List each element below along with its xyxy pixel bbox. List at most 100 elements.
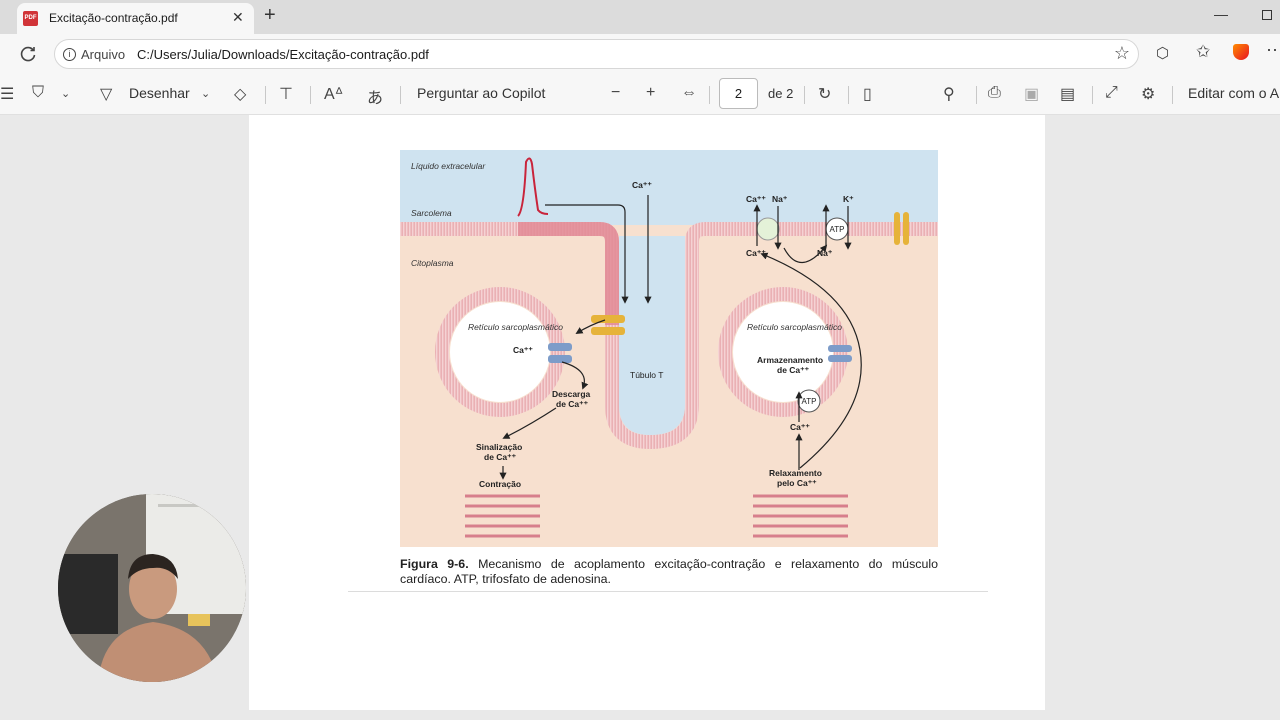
ca-bottom-label: Ca⁺⁺ — [790, 422, 810, 432]
gear-icon[interactable]: ⚙ — [1141, 86, 1156, 103]
ttubule-lumen — [619, 236, 685, 435]
sr-lumen-left — [450, 302, 550, 402]
storage-label-1: Armazenamento — [757, 355, 823, 365]
na-inner-label: Na⁺ — [817, 248, 833, 258]
restore-icon[interactable] — [1262, 10, 1272, 20]
pump-na-label: Na⁺ — [772, 194, 788, 204]
relax-label-1: Relaxamento — [769, 468, 822, 478]
sr-channel-icon — [828, 345, 852, 352]
ask-copilot-button[interactable]: Perguntar ao Copilot — [417, 85, 546, 101]
close-icon[interactable]: ✕ — [232, 9, 244, 25]
atp-sr-label: ATP — [802, 397, 817, 406]
caption-label: Figura 9-6. — [400, 557, 469, 571]
divider — [1092, 86, 1093, 104]
print-icon[interactable]: ⎙ — [988, 84, 1001, 101]
new-tab-icon[interactable]: + — [264, 4, 276, 26]
na-ca-exchanger-icon — [756, 217, 780, 241]
page-view-icon[interactable]: ▯ — [863, 86, 872, 103]
fullscreen-icon[interactable]: ⤢ — [1105, 84, 1118, 101]
page-number-input[interactable]: 2 — [719, 78, 758, 109]
ca-left-label: Ca⁺⁺ — [513, 345, 533, 355]
pump-ca-label: Ca⁺⁺ — [746, 194, 766, 204]
save-as-icon[interactable]: ▤ — [1060, 86, 1076, 103]
zoom-out-icon[interactable]: − — [611, 84, 621, 101]
search-icon[interactable]: ⚲ — [943, 86, 955, 103]
reload-icon[interactable] — [18, 44, 38, 64]
pdf-toolbar: ☰ ⛉ ⌄ ▽ Desenhar ⌄ ◇ ⊤ Aᐞ あ Perguntar ao… — [0, 74, 1280, 115]
contraction-label: Contração — [479, 479, 521, 489]
extensions-icon[interactable]: ⬡ — [1156, 45, 1170, 62]
arrow — [561, 361, 589, 390]
pdf-icon: PDF — [23, 11, 38, 26]
depolarized-membrane — [518, 222, 619, 325]
sr-left-label: Retículo sarcoplasmático — [468, 322, 563, 332]
pdf-page: ATP ATP — [249, 115, 1045, 710]
myofilaments-left — [465, 494, 540, 538]
rotate-icon[interactable]: ↻ — [818, 86, 832, 103]
extracellular-label: Líquido extracelular — [411, 161, 486, 171]
ca-inner-label: Ca⁺⁺ — [746, 248, 766, 258]
address-bar: i Arquivo C:/Users/Julia/Downloads/Excit… — [0, 34, 1280, 74]
divider — [1172, 86, 1173, 104]
fit-width-icon[interactable]: ⇔ — [681, 84, 697, 101]
ryanodine-receptor-icon — [548, 343, 572, 351]
cytoplasm-label: Citoplasma — [411, 258, 454, 268]
divider — [265, 86, 266, 104]
excitation-contraction-diagram: ATP ATP — [400, 150, 938, 547]
divider — [400, 86, 401, 104]
url-text[interactable]: C:/Users/Julia/Downloads/Excitação-contr… — [137, 47, 429, 62]
chevron-down-icon[interactable]: ⌄ — [61, 88, 71, 100]
sarcolemma-label: Sarcolema — [411, 208, 452, 218]
translate-icon[interactable]: あ — [367, 90, 384, 107]
sr-lumen-right — [733, 302, 833, 402]
ttubule-label: Túbulo T — [630, 370, 663, 380]
draw-icon[interactable]: ▽ — [100, 86, 113, 103]
ca-top-label: Ca⁺⁺ — [632, 180, 652, 190]
arrow — [783, 244, 828, 264]
info-icon[interactable]: i — [63, 48, 76, 61]
text-box-icon[interactable]: ⊤ — [279, 86, 293, 103]
favorites-icon[interactable]: ✩ — [1196, 42, 1211, 61]
sarcoplasmic-reticulum-left — [435, 287, 565, 417]
arrow — [575, 319, 606, 334]
more-icon[interactable]: ⋯ — [1266, 40, 1280, 60]
arrow — [545, 204, 629, 304]
atp-label: ATP — [830, 225, 845, 234]
chevron-down-icon[interactable]: ⌄ — [201, 88, 211, 100]
read-aloud-icon[interactable]: Aᐞ — [324, 86, 344, 103]
divider — [976, 86, 977, 104]
tab-title: Excitação-contração.pdf — [49, 11, 178, 25]
action-potential-trace — [517, 157, 549, 217]
release-label-1: Descarga — [552, 389, 591, 399]
webcam-overlay — [58, 494, 246, 682]
eraser-icon[interactable]: ◇ — [234, 86, 247, 103]
myofilaments-right — [753, 494, 848, 538]
highlight-icon[interactable]: ⛉ — [32, 84, 45, 101]
sr-right-label: Retículo sarcoplasmático — [747, 322, 842, 332]
zoom-in-icon[interactable]: + — [646, 84, 656, 101]
draw-button[interactable]: Desenhar — [129, 85, 190, 101]
minimize-icon[interactable]: — — [1214, 6, 1228, 22]
relax-label-2: pelo Ca⁺⁺ — [777, 478, 817, 488]
arrow — [760, 252, 862, 469]
page-total-label: de 2 — [768, 86, 794, 101]
save-icon[interactable]: ▣ — [1024, 86, 1040, 103]
browser-tab[interactable]: PDF Excitação-contração.pdf ✕ — [17, 3, 254, 34]
divider — [804, 86, 805, 104]
url-field[interactable]: i Arquivo C:/Users/Julia/Downloads/Excit… — [54, 39, 1139, 69]
tab-bar: PDF Excitação-contração.pdf ✕ + — — [0, 0, 1280, 34]
divider — [310, 86, 311, 104]
edit-with-acrobat-button[interactable]: Editar com o A — [1188, 85, 1280, 101]
caption-text: Mecanismo de acoplamento excitação-contr… — [400, 557, 938, 586]
signal-label-1: Sinalização — [476, 442, 522, 452]
figure-caption: Figura 9-6. Mecanismo de acoplamento exc… — [400, 557, 938, 587]
divider — [709, 86, 710, 104]
copilot-icon[interactable] — [1233, 44, 1249, 60]
divider — [848, 86, 849, 104]
membrane-channel-icon — [894, 212, 900, 245]
release-label-2: de Ca⁺⁺ — [556, 399, 589, 409]
contents-icon[interactable]: ☰ — [0, 86, 15, 103]
star-icon[interactable]: ☆ — [1113, 43, 1130, 63]
signal-label-2: de Ca⁺⁺ — [484, 452, 517, 462]
l-type-calcium-channel — [591, 315, 625, 323]
